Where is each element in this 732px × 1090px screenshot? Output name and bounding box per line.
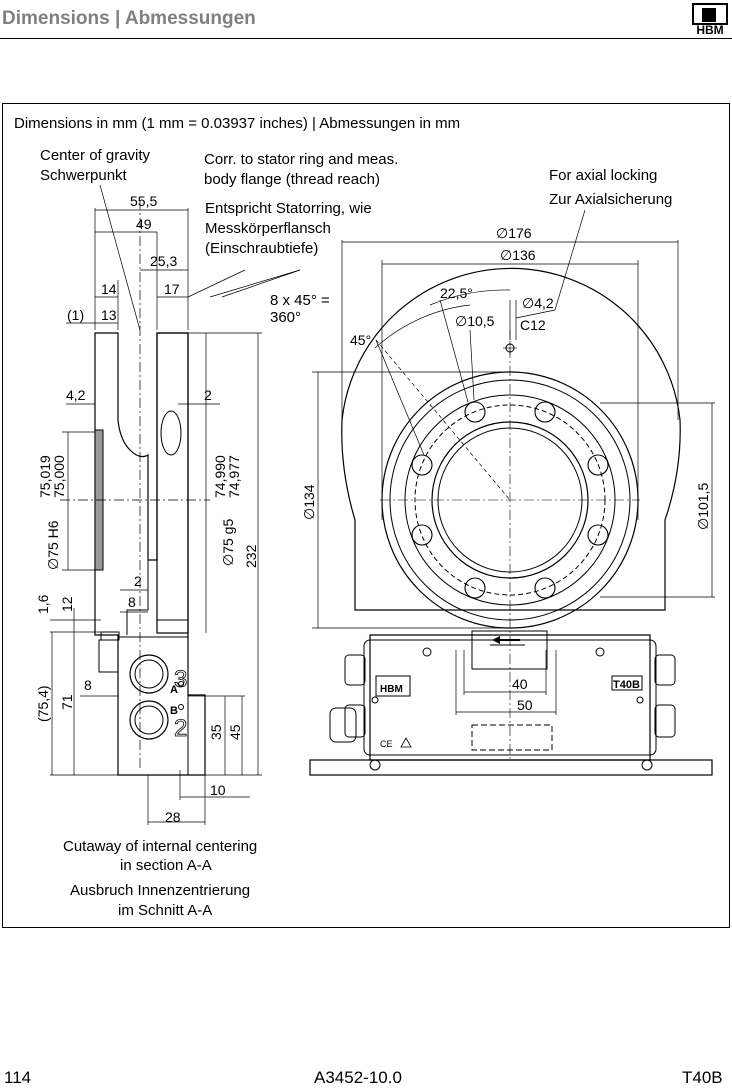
- dim-12: 12: [59, 596, 75, 612]
- label-center-gravity-en: Center of gravity: [40, 147, 151, 164]
- dim-28: 28: [165, 809, 181, 825]
- connector-b-label: B: [170, 705, 178, 717]
- drawing-frame: [2, 103, 730, 928]
- label-entspricht-2: Messkörperflansch: [205, 220, 331, 237]
- label-corr-stator-2: body flange (thread reach): [204, 171, 380, 188]
- dim-angle-22-5: 22,5°: [440, 285, 473, 301]
- dim-40: 40: [512, 676, 528, 692]
- warning-triangle-icon: [400, 737, 412, 748]
- label-angle-note-1: 8 x 45° =: [270, 292, 330, 309]
- dim-8-b: 8: [84, 677, 92, 693]
- label-cutaway-de-1: Ausbruch Innenzentrierung: [70, 882, 250, 899]
- dim-shaft-g5-tol-lo: 74,977: [226, 455, 242, 498]
- dim-shaft-g5-tol-hi: 74,990: [212, 455, 228, 498]
- dim-c12: C12: [520, 317, 546, 333]
- dim-14: 14: [101, 281, 117, 297]
- dim-13: 13: [101, 307, 117, 323]
- dim-45: 45: [227, 724, 243, 740]
- dim-dia-136: ∅136: [500, 247, 536, 263]
- label-axial-en: For axial locking: [549, 167, 657, 184]
- dim-50: 50: [517, 697, 533, 713]
- dim-dia-101-5: ∅101,5: [695, 483, 711, 530]
- label-center-gravity-de: Schwerpunkt: [40, 167, 128, 184]
- page-header-title: Dimensions | Abmessungen: [2, 8, 256, 29]
- label-corr-stator-1: Corr. to stator ring and meas.: [204, 151, 398, 168]
- label-entspricht-1: Entspricht Statorring, wie: [205, 200, 372, 217]
- hbm-logo: HBM: [692, 3, 728, 37]
- dim-17: 17: [164, 281, 180, 297]
- plate-ce-mark: CE: [380, 739, 393, 749]
- dim-bore-h6-tol-hi: 75,019: [37, 455, 53, 498]
- dim-dia-176: ∅176: [496, 225, 532, 241]
- dim-232: 232: [243, 544, 259, 568]
- header-rule: [0, 38, 732, 39]
- connector-2-label: 2: [174, 715, 187, 742]
- dim-10: 10: [210, 782, 226, 798]
- dim-dia-10-5: ∅10,5: [455, 313, 495, 329]
- dim-25-3: 25,3: [150, 253, 177, 269]
- dim-dia-4-2: ∅4,2: [522, 295, 554, 311]
- label-angle-note-2: 360°: [270, 309, 301, 326]
- dim-49: 49: [136, 216, 152, 232]
- dim-dia-134: ∅134: [301, 484, 317, 520]
- dim-8-a: 8: [128, 594, 136, 610]
- connector-a-label: A: [170, 684, 178, 696]
- dim-shaft-g5: ∅75 g5: [220, 519, 236, 566]
- label-cutaway-en-2: in section A-A: [120, 857, 212, 874]
- label-cutaway-de-2: im Schnitt A-A: [118, 902, 212, 919]
- connector-3-label: 3: [174, 666, 187, 693]
- dim-55-5: 55,5: [130, 193, 157, 209]
- label-entspricht-3: (Einschraubtiefe): [205, 240, 318, 257]
- drawing-caption: Dimensions in mm (1 mm = 0.03937 inches)…: [14, 115, 460, 132]
- hbm-logo-text: HBM: [696, 23, 724, 37]
- dim-71: 71: [59, 694, 75, 710]
- dim-2-a: 2: [204, 387, 212, 403]
- dim-2-b: 2: [134, 573, 142, 589]
- plate-model-text: T40B: [613, 679, 640, 691]
- dim-angle-45: 45°: [350, 332, 371, 348]
- dim-4-2: 4,2: [66, 387, 86, 403]
- dim-1-6: 1,6: [35, 594, 51, 614]
- dim-35: 35: [208, 724, 224, 740]
- footer-product: T40B: [682, 1068, 723, 1087]
- dim-1: (1): [67, 307, 84, 323]
- dim-bore-h6-tol-lo: 75,000: [51, 455, 67, 498]
- label-cutaway-en-1: Cutaway of internal centering: [63, 838, 257, 855]
- dim-bore-h6: ∅75 H6: [45, 520, 61, 570]
- label-axial-de: Zur Axialsicherung: [549, 191, 672, 208]
- hbm-logo-mark-icon: [692, 3, 728, 25]
- plate-hbm-text: HBM: [380, 684, 403, 695]
- footer-doc-id: A3452-10.0: [314, 1068, 402, 1087]
- footer-page-number: 114: [4, 1068, 32, 1087]
- dim-75-4: (75,4): [35, 685, 51, 722]
